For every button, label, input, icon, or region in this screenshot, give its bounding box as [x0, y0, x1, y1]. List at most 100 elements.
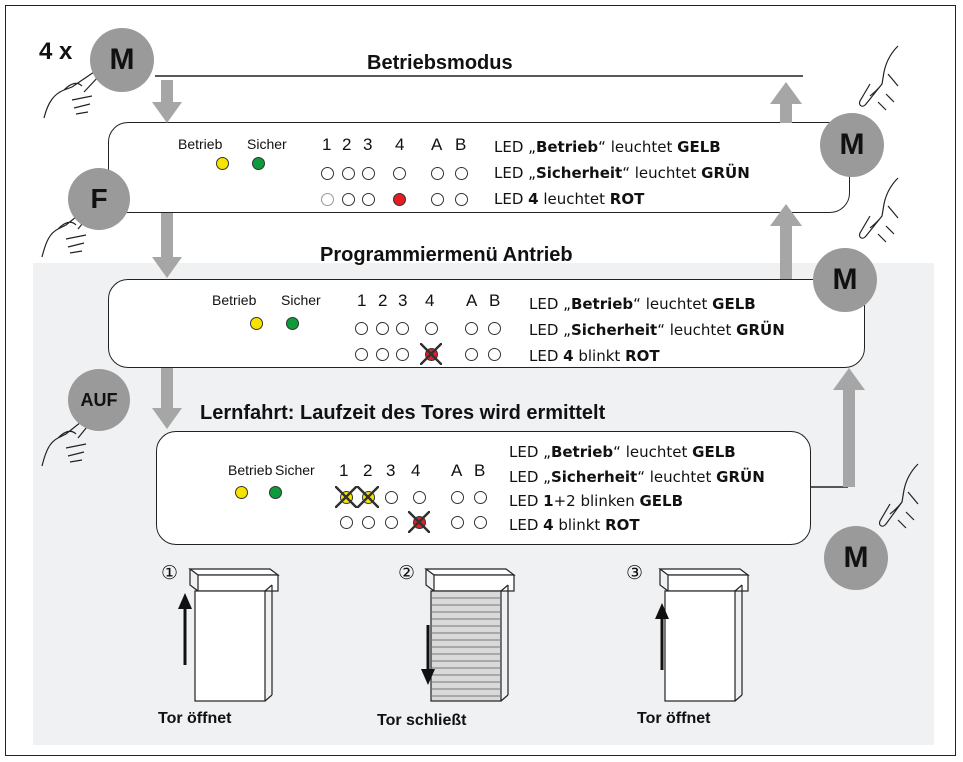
- led-1: [321, 193, 334, 206]
- led-number-4: 4: [411, 461, 421, 480]
- led-b: [488, 322, 501, 335]
- arrow-up-icon: [833, 368, 865, 487]
- led-sicher: [286, 317, 299, 330]
- door-opening-icon: [178, 568, 280, 702]
- led-letter-b: B: [455, 135, 467, 154]
- led-sicher: [252, 157, 265, 170]
- title-lernfahrt: Lernfahrt: Laufzeit des Tores wird ermit…: [200, 402, 606, 424]
- diagram-frame: [5, 5, 956, 756]
- led-1-yellow-blinking: [335, 486, 357, 508]
- led-letter-b: B: [474, 461, 486, 480]
- label-sicher: Sicher: [247, 136, 287, 152]
- status-line: LED „Betrieb“ leuchtet GELB: [529, 295, 756, 313]
- led-a: [431, 167, 444, 180]
- hand-pointer-icon: [878, 463, 919, 529]
- led-2: [342, 193, 355, 206]
- status-line: LED „Betrieb“ leuchtet GELB: [494, 138, 721, 156]
- led-1: [340, 516, 353, 529]
- led-4: [413, 491, 426, 504]
- led-4-red: [393, 193, 406, 206]
- m-button[interactable]: M: [90, 28, 154, 92]
- led-3: [362, 167, 375, 180]
- led-number-2: 2: [363, 461, 373, 480]
- label-betrieb: Betrieb: [178, 136, 223, 152]
- led-a: [431, 193, 444, 206]
- led-letter-a: A: [431, 135, 443, 154]
- led-3: [385, 516, 398, 529]
- door-caption: Tor öffnet: [637, 710, 711, 727]
- auf-button[interactable]: AUF: [68, 369, 130, 431]
- led-1: [321, 167, 334, 180]
- led-1: [355, 348, 368, 361]
- m-button[interactable]: M: [824, 526, 888, 590]
- arrow-down-icon: [152, 213, 182, 278]
- led-b: [488, 348, 501, 361]
- led-betrieb: [216, 157, 229, 170]
- led-2-yellow-blinking: [357, 486, 379, 508]
- led-4: [393, 167, 406, 180]
- led-4-red-blinking: [408, 511, 430, 533]
- led-a: [451, 516, 464, 529]
- hand-pointer-icon: [858, 177, 899, 243]
- led-betrieb: [235, 486, 248, 499]
- arrow-up-icon: [770, 204, 802, 279]
- led-sicher: [269, 486, 282, 499]
- led-number-1: 1: [322, 135, 332, 154]
- status-line: LED „Sicherheit“ leuchtet GRÜN: [529, 321, 785, 339]
- hand-pointer-icon: [43, 70, 101, 119]
- led-b: [474, 491, 487, 504]
- arrow-down-icon: [152, 368, 182, 429]
- status-line: LED „Betrieb“ leuchtet GELB: [509, 443, 736, 461]
- led-3: [396, 348, 409, 361]
- arrow-up-icon: [770, 82, 802, 123]
- panel-programmiermenue: [108, 279, 865, 368]
- status-line: LED 4 leuchtet ROT: [494, 190, 645, 208]
- door-caption: Tor schließt: [377, 712, 467, 729]
- led-b: [455, 193, 468, 206]
- led-b: [455, 167, 468, 180]
- door-closing-icon: [421, 568, 516, 702]
- led-a: [465, 322, 478, 335]
- led-letter-a: A: [466, 291, 478, 310]
- led-letter-b: B: [489, 291, 501, 310]
- mode-line: [155, 75, 803, 77]
- led-b: [474, 516, 487, 529]
- led-number-1: 1: [339, 461, 349, 480]
- led-number-4: 4: [395, 135, 405, 154]
- status-line: LED 4 blinkt ROT: [509, 516, 640, 534]
- f-button[interactable]: F: [68, 168, 130, 230]
- panel-betriebsmodus: [108, 122, 850, 213]
- hand-pointer-icon: [41, 416, 93, 467]
- status-line: LED „Sicherheit“ leuchtet GRÜN: [509, 468, 765, 486]
- label-betrieb: Betrieb: [228, 462, 273, 478]
- m-button[interactable]: M: [820, 113, 884, 177]
- arrow-down-icon: [152, 80, 182, 123]
- led-2: [376, 322, 389, 335]
- led-4-red-blinking: [420, 343, 442, 365]
- led-number-2: 2: [378, 291, 388, 310]
- label-betrieb: Betrieb: [212, 292, 257, 308]
- led-number-3: 3: [386, 461, 396, 480]
- led-2: [362, 516, 375, 529]
- led-4: [425, 322, 438, 335]
- led-3: [362, 193, 375, 206]
- led-number-2: 2: [342, 135, 352, 154]
- title-betriebsmodus: Betriebsmodus: [367, 52, 513, 74]
- label-sicher: Sicher: [275, 462, 315, 478]
- led-2: [376, 348, 389, 361]
- m-button[interactable]: M: [813, 248, 877, 312]
- led-3: [396, 322, 409, 335]
- status-line: LED „Sicherheit“ leuchtet GRÜN: [494, 164, 750, 182]
- led-number-1: 1: [357, 291, 367, 310]
- led-a: [451, 491, 464, 504]
- door-caption: Tor öffnet: [158, 710, 232, 727]
- led-number-4: 4: [425, 291, 435, 310]
- door-opening-icon: [655, 568, 750, 702]
- connector-line: [810, 486, 848, 488]
- led-2: [342, 167, 355, 180]
- step-number: ①: [161, 562, 179, 584]
- step-number: ③: [626, 562, 644, 584]
- status-line: LED 4 blinkt ROT: [529, 347, 660, 365]
- led-number-3: 3: [398, 291, 408, 310]
- step-number: ②: [398, 562, 416, 584]
